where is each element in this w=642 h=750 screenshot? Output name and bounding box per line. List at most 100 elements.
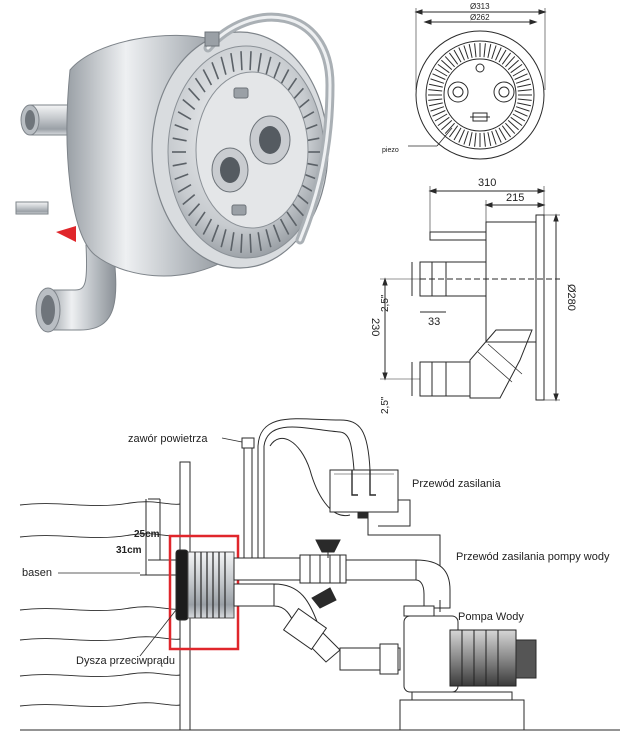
drawing-slot (430, 78, 445, 84)
drawing-slot (514, 110, 528, 117)
drawing-slot (474, 43, 477, 58)
drawing-slot (517, 98, 532, 101)
drawing-labels: Ø313 Ø262 piezo 310 215 Ø280 230 33 2,5"… (22, 2, 610, 667)
drawing-slot (432, 110, 446, 117)
grille-slat (286, 77, 298, 93)
body-depth-label: 215 (506, 192, 524, 204)
grille-slat (272, 62, 281, 80)
drawing-slot (474, 132, 477, 147)
drawing-slot (468, 132, 473, 147)
drawing-slot (495, 129, 502, 143)
diameter-280-label: Ø280 (565, 284, 577, 311)
drawing-slot (441, 59, 453, 70)
grille-slat (211, 224, 220, 242)
drawing-slot (514, 73, 528, 80)
product-photo (15, 12, 335, 333)
depth-31-label: 31cm (116, 545, 142, 556)
air-valve-label: zawór powietrza (128, 433, 208, 445)
grille-slat (177, 184, 192, 193)
drawing-slot (517, 102, 532, 107)
drawing-slot (437, 116, 450, 127)
grille-slat (265, 56, 272, 75)
grille-slat (279, 69, 290, 86)
drawing-slot (428, 102, 443, 107)
pool-label: basen (22, 567, 52, 579)
drawing-slot (501, 52, 512, 65)
drawing-slot (483, 43, 486, 58)
drawing-slot (428, 98, 443, 101)
grille-slat (202, 218, 213, 235)
grille-slat (174, 124, 189, 131)
side-view-drawing (380, 186, 560, 402)
drawing-slot (453, 127, 462, 141)
grille-slat (202, 69, 213, 86)
drawing-slot (430, 106, 445, 112)
drawing-slot (515, 106, 530, 112)
grille-slat (174, 173, 189, 180)
grille-slat (291, 203, 304, 217)
drawing-slot (507, 59, 519, 70)
drawing-slot (428, 83, 443, 88)
drawing-slot (515, 78, 530, 84)
front-view-drawing (408, 8, 547, 160)
grille-slat (230, 232, 235, 252)
drawing-slot (510, 63, 523, 74)
grille-slat (211, 62, 220, 80)
depth-25-label: 25cm (134, 529, 160, 540)
grille-slat (172, 162, 187, 167)
drawing-slot (437, 63, 450, 74)
grille-slat (296, 193, 310, 206)
grille-slat (230, 52, 235, 72)
grille-slat (279, 218, 290, 235)
drawing-slot (434, 113, 448, 122)
drawing-slot (458, 129, 465, 143)
grille-slat (220, 229, 227, 248)
grille-slat (220, 56, 227, 75)
grille-slat (194, 77, 206, 93)
drawing-slot (517, 83, 532, 88)
drawing-slot (463, 130, 469, 145)
grille-slat (188, 203, 201, 217)
drawing-slot (487, 132, 492, 147)
grille-slat (240, 51, 243, 71)
grille-slat (240, 233, 243, 253)
grille-slat (272, 224, 281, 242)
drawing-slot (495, 47, 502, 61)
installation-schematic (19, 418, 620, 731)
piezo-label: piezo (382, 147, 399, 154)
grille-slat (182, 193, 196, 206)
pump-power-cable-label: Przewód zasilania pompy wody (456, 551, 610, 563)
grille-slat (177, 111, 192, 120)
pipe-33-label: 33 (428, 316, 440, 328)
drawing-slot (463, 45, 469, 60)
drawing-slot (468, 43, 473, 58)
drawing-slot (507, 120, 519, 131)
total-depth-label: 310 (478, 177, 496, 189)
drawing-slot (517, 89, 532, 92)
inner-diameter-label: Ø262 (470, 13, 490, 22)
drawing-slot (491, 130, 497, 145)
grille-slat (286, 211, 298, 227)
drawing-slot (505, 122, 516, 134)
red-marker-arrow (56, 226, 76, 242)
grille-slat (249, 51, 252, 71)
drawing-slot (498, 49, 507, 63)
drawing-slot (458, 47, 465, 61)
drawing-slot (487, 43, 492, 58)
offset-230-label: 230 (369, 318, 381, 336)
drawing-slot (512, 113, 526, 122)
drawing-slot (432, 73, 446, 80)
drawing-slot (501, 125, 512, 138)
grille-slat (194, 211, 206, 227)
drawing-slot (512, 68, 526, 77)
drawing-slot (483, 132, 486, 147)
pump-label: Pompa Wody (458, 611, 524, 623)
grille-slat (300, 184, 315, 193)
drawing-slot (441, 120, 453, 131)
grille-slat (249, 233, 252, 253)
grille-slat (265, 229, 272, 248)
drawing-slot (453, 49, 462, 63)
leader-lines (58, 437, 243, 657)
drawing-slot (444, 56, 455, 68)
grille-slat (188, 87, 201, 101)
